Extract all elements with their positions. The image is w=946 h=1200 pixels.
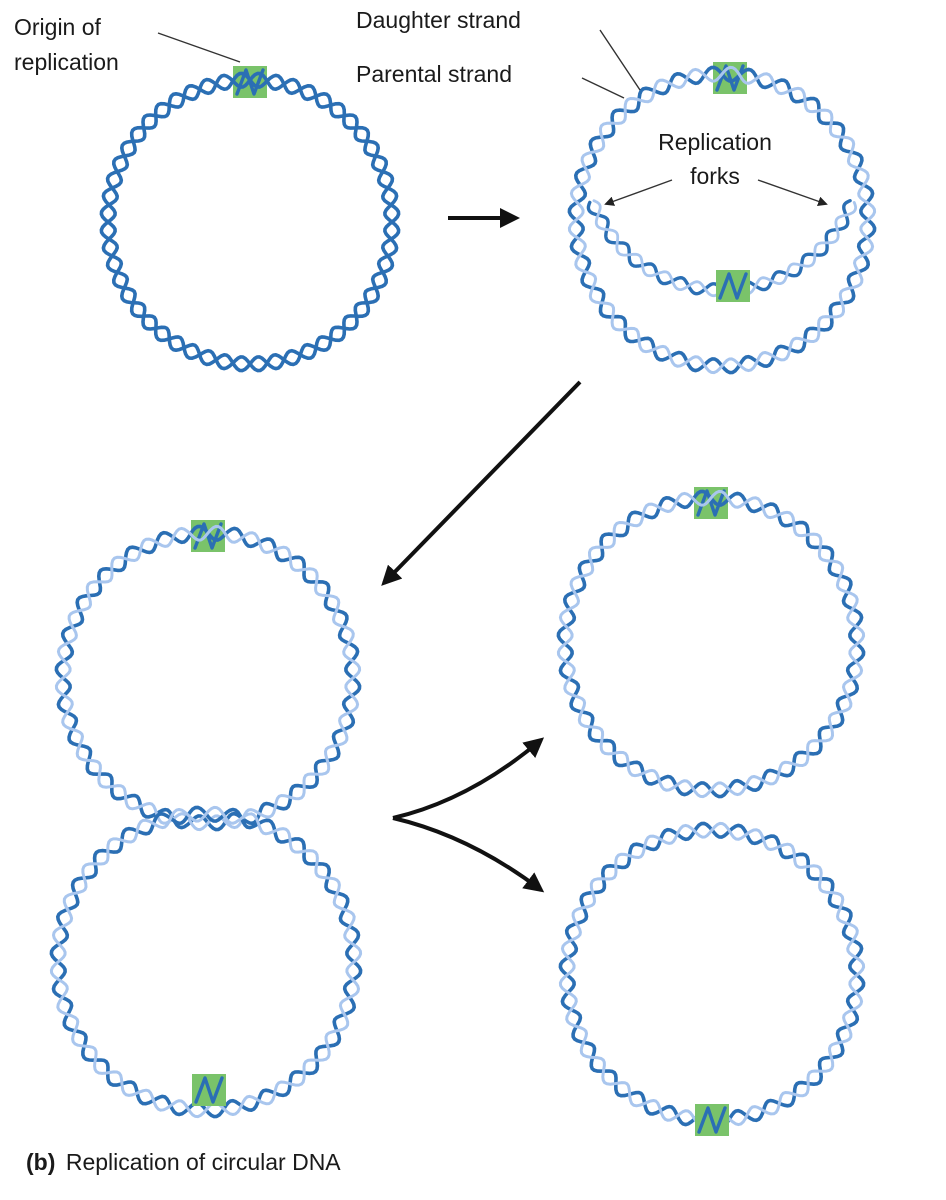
caption-prefix: (b) <box>26 1149 55 1175</box>
step-arrow-2 <box>381 380 582 586</box>
original-plasmid <box>99 66 401 373</box>
daughter-strand-label: Daughter strand <box>356 7 521 33</box>
daughter-strand <box>54 524 362 832</box>
origin-label-line1: Origin of <box>14 14 102 40</box>
parental-strand <box>556 489 866 799</box>
origin-helix <box>718 272 748 300</box>
parental-strand-label: Parental strand <box>356 61 512 87</box>
daughter-strand <box>567 65 877 375</box>
figure-caption: (b) Replication of circular DNA <box>26 1149 341 1175</box>
replication-forks-label-line1: Replication <box>658 129 772 155</box>
origin-label-line2: replication <box>14 49 119 75</box>
replication-forks-label-line2: forks <box>690 163 740 189</box>
parental-strand <box>99 71 401 373</box>
step-arrow-3b <box>392 816 545 893</box>
origin-leader-line <box>157 32 241 63</box>
caption-text: Replication of circular DNA <box>66 1149 341 1175</box>
parental-leader-line <box>581 77 625 99</box>
daughter-strand <box>558 821 866 1129</box>
step-arrow-3a <box>392 737 545 820</box>
daughter-plasmid-top <box>556 487 866 799</box>
parental-strand <box>558 821 866 1129</box>
fork-leader-left <box>604 179 673 206</box>
fork-leader-right <box>757 179 828 207</box>
parental-strand <box>567 65 877 375</box>
origin-helix <box>696 489 726 517</box>
parental-strand <box>49 805 363 1119</box>
origin-helix <box>194 1076 224 1104</box>
parental-strand <box>54 524 362 832</box>
origin-helix <box>697 1106 727 1134</box>
daughter-leader-line <box>599 29 641 91</box>
daughter-plasmid-bottom <box>558 821 866 1136</box>
replicated-pair <box>49 520 363 1119</box>
origin-helix <box>193 522 223 550</box>
daughter-strand <box>49 805 363 1119</box>
theta-replication-intermediate <box>567 62 877 375</box>
parental-strand <box>99 71 401 373</box>
daughter-strand <box>556 489 866 799</box>
